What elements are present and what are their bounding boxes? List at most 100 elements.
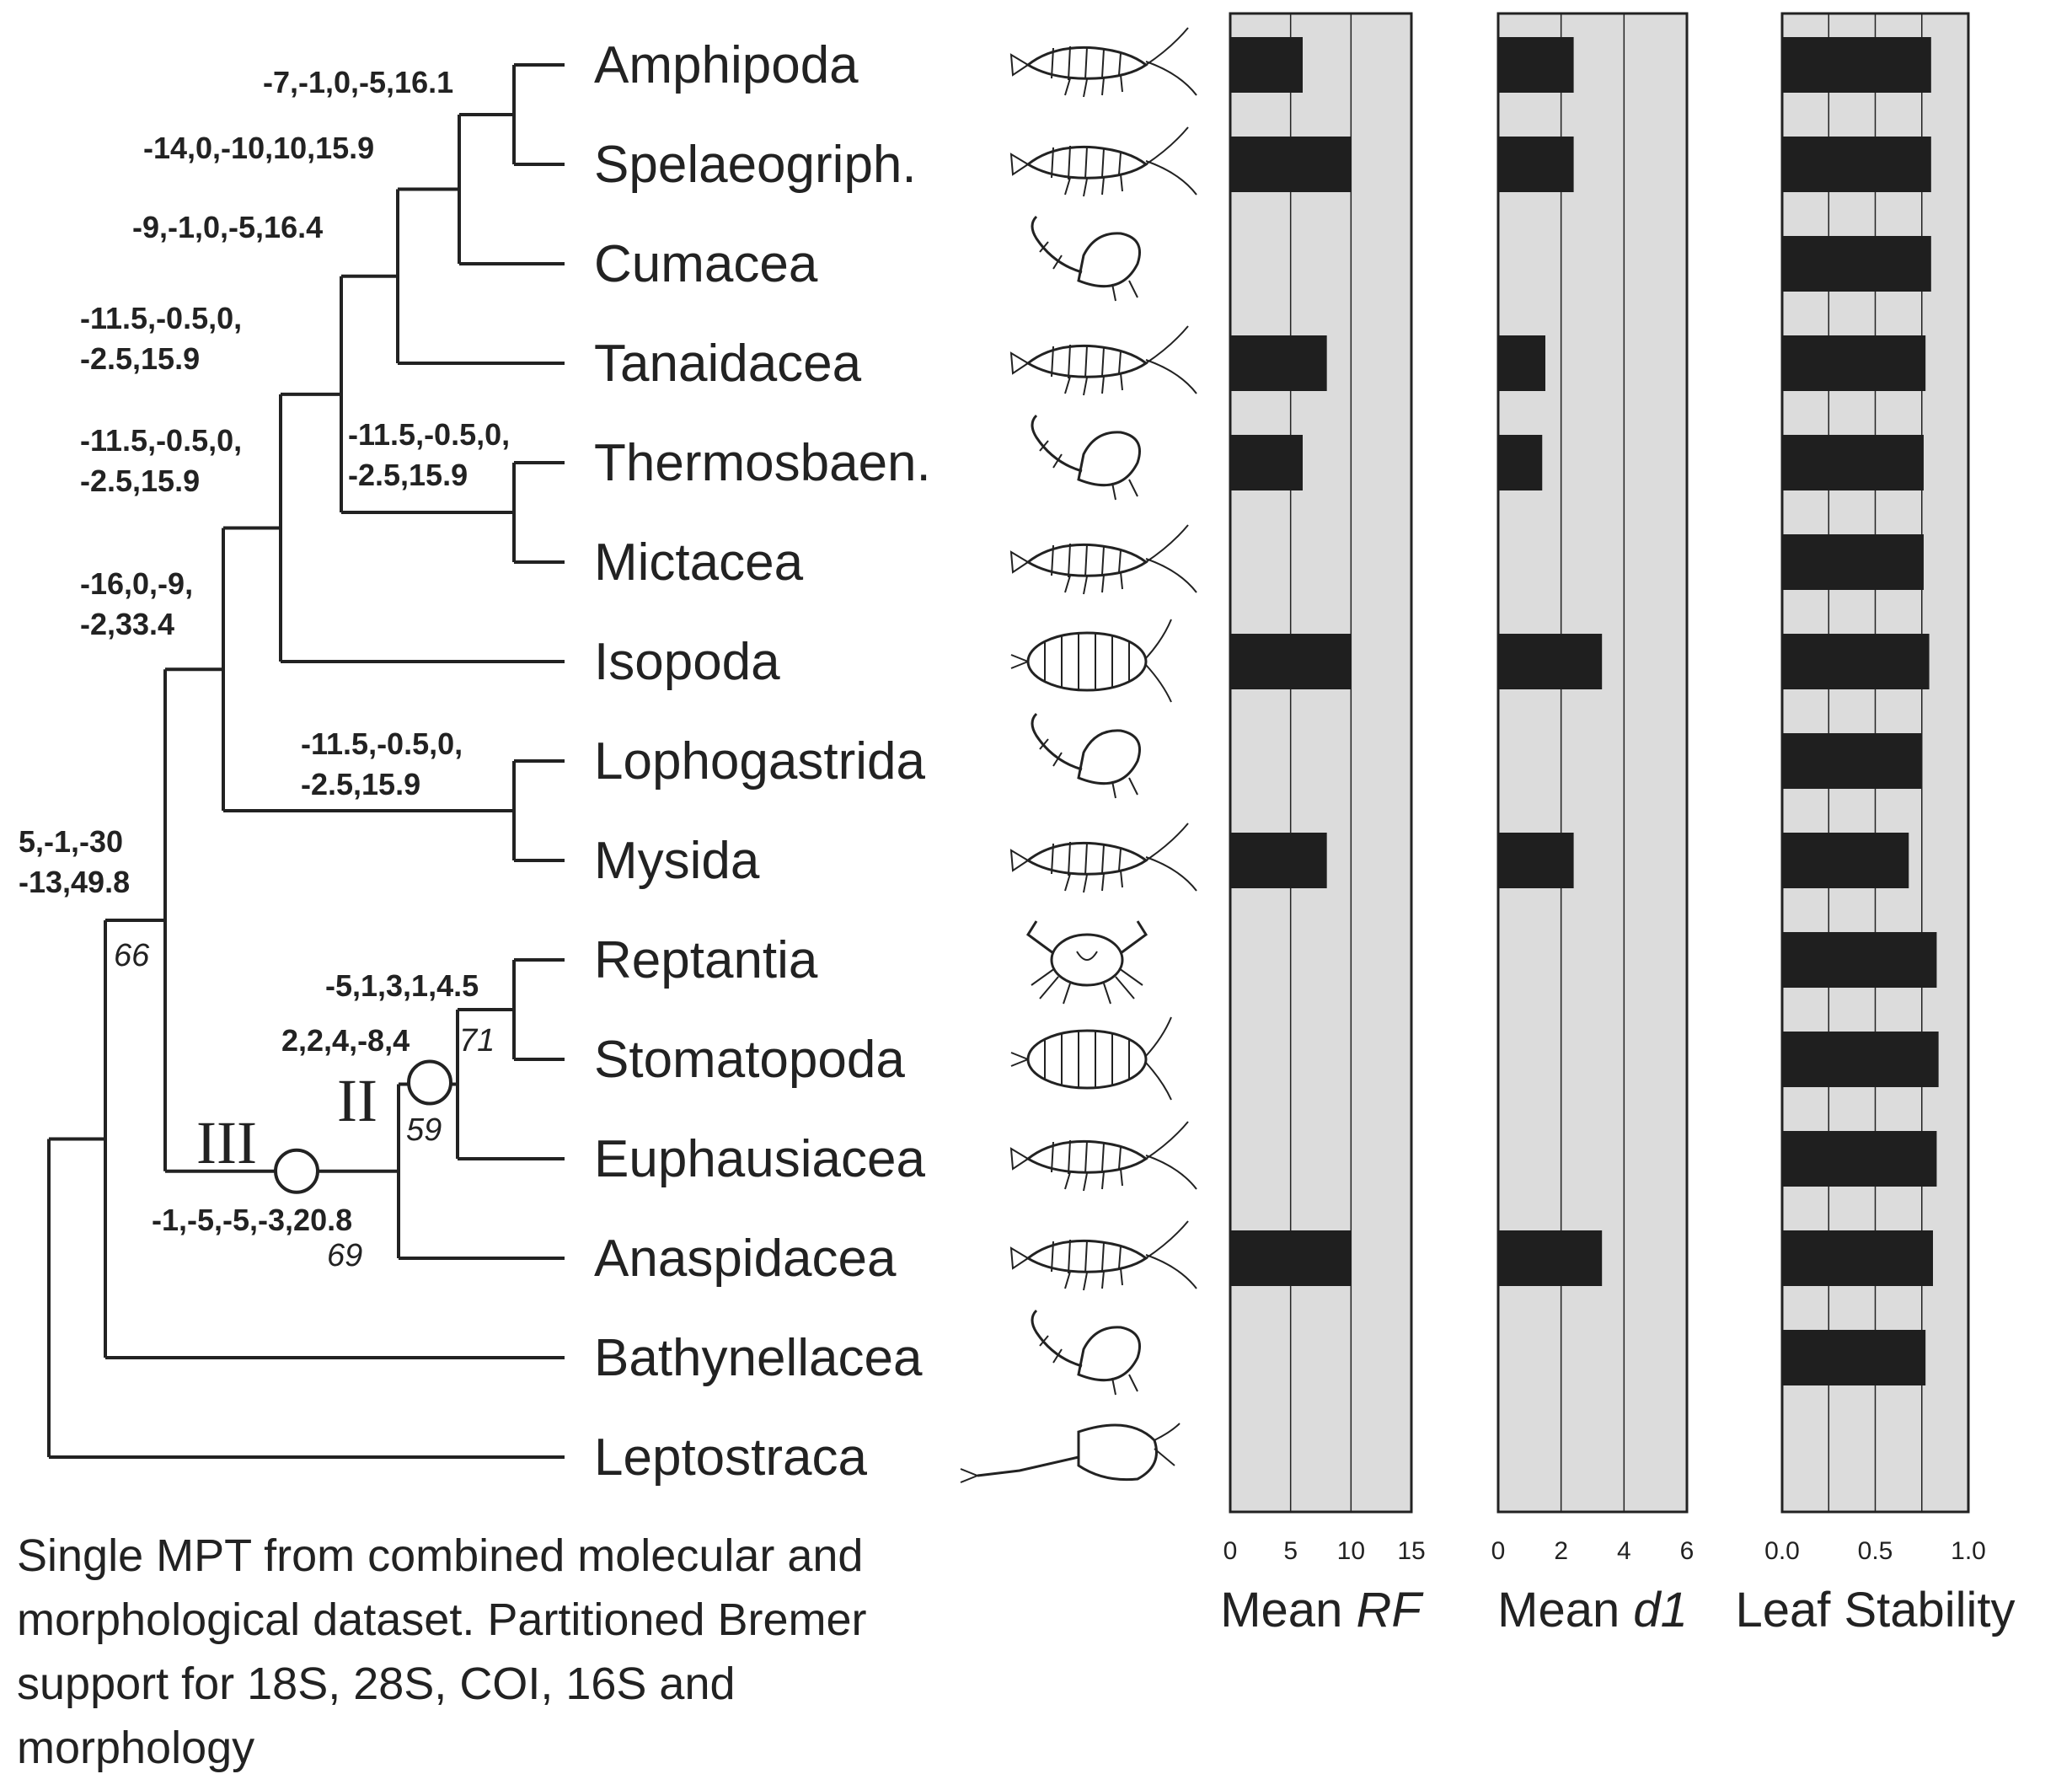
taxon-label: Stomatopoda xyxy=(594,1031,905,1089)
chart-title: Mean RF xyxy=(1220,1583,1424,1637)
amphipod-illustration-icon xyxy=(1009,26,1198,99)
krill-illustration-icon xyxy=(1009,1120,1198,1192)
taxon-label: Tanaidacea xyxy=(594,335,862,393)
bremer-label-rept_stom: -5,1,3,1,4.5 xyxy=(325,968,479,1003)
bremer-label-peracarida_l2: -2,33.4 xyxy=(80,607,174,641)
thermosbaenacean-illustration-icon xyxy=(1031,414,1141,501)
clade-III-node-marker xyxy=(274,1148,319,1194)
bar-Thermosbaen. xyxy=(1230,435,1303,490)
bar-Spelaeogriph. xyxy=(1230,137,1352,192)
bar-Anaspidacea xyxy=(1498,1230,1603,1286)
x-tick-label: 1.0 xyxy=(1951,1537,1986,1565)
bar-Stomatopoda xyxy=(1782,1032,1939,1087)
x-tick-label: 15 xyxy=(1397,1537,1425,1565)
chart-plot-area xyxy=(1229,12,1413,1514)
clade-II-node-marker xyxy=(407,1059,452,1106)
taxon-label: Reptantia xyxy=(594,931,818,989)
bar-Thermosbaen. xyxy=(1498,435,1543,490)
bremer-label-peracarid_core_l2: -2.5,15.9 xyxy=(80,464,200,498)
bar-Bathynellacea xyxy=(1782,1330,1926,1385)
bar-Mysida xyxy=(1782,833,1909,888)
bar-Cumacea xyxy=(1782,236,1931,292)
bootstrap-label-rept_stom: 71 xyxy=(459,1023,495,1058)
caption-line-3: support for 18S, 28S, COI, 16S and xyxy=(17,1659,736,1709)
x-tick-label: 2 xyxy=(1554,1537,1568,1565)
cumacean-illustration-icon xyxy=(1031,215,1141,303)
x-tick-label: 0 xyxy=(1223,1537,1238,1565)
bar-Amphipoda xyxy=(1498,37,1574,93)
x-tick-label: 10 xyxy=(1337,1537,1365,1565)
bar-Thermosbaen. xyxy=(1782,435,1924,490)
crab-illustration-icon xyxy=(1026,919,1148,1005)
bootstrap-label-clade_III: 69 xyxy=(327,1238,362,1273)
x-tick-label: 5 xyxy=(1283,1537,1298,1565)
bremer-label-tanaid_group_l1: -11.5,-0.5,0, xyxy=(80,301,242,335)
bar-Isopoda xyxy=(1498,634,1603,689)
bar-Lophogastrida xyxy=(1782,733,1922,789)
bar-Tanaidacea xyxy=(1230,335,1327,391)
bremer-label-eumalacostraca_l2: -13,49.8 xyxy=(19,865,130,899)
bathynellacean-illustration-icon xyxy=(1031,1309,1141,1396)
bremer-support-labels: -7,-1,0,-5,16.1 -14,0,-10,10,15.9 -9,-1,0,… xyxy=(19,65,510,1237)
bar-Reptantia xyxy=(1782,932,1937,988)
leptostracan-illustration-icon xyxy=(959,1422,1181,1484)
bremer-label-cumacea_group: -9,-1,0,-5,16.4 xyxy=(132,210,323,244)
bremer-label-peracarida_l1: -16,0,-9, xyxy=(80,566,193,601)
anaspidacean-illustration-icon xyxy=(1009,1219,1198,1292)
spelaeogriphacean-illustration-icon xyxy=(1009,126,1198,198)
bremer-label-mysid_l1: -11.5,-0.5,0, xyxy=(301,726,463,761)
chart-plot-area xyxy=(1496,12,1689,1514)
x-tick-label: 0.5 xyxy=(1858,1537,1893,1565)
taxon-label: Mysida xyxy=(594,832,760,890)
chart-title: Leaf Stability xyxy=(1735,1583,2015,1637)
taxon-label: Mictacea xyxy=(594,533,804,592)
phylogenetic-tree xyxy=(47,63,565,1459)
bar-Anaspidacea xyxy=(1782,1230,1934,1286)
taxon-label: Isopoda xyxy=(594,633,780,691)
bar-Tanaidacea xyxy=(1498,335,1545,391)
x-tick-label: 4 xyxy=(1617,1537,1631,1565)
mysid-illustration-icon xyxy=(1009,822,1198,894)
isopod-illustration-icon xyxy=(1009,618,1173,704)
clade-III-label: III xyxy=(196,1109,257,1176)
taxon-label: Bathynellacea xyxy=(594,1329,923,1387)
taxon-label: Thermosbaen. xyxy=(594,434,931,492)
taxon-label: Amphipoda xyxy=(594,36,859,94)
bar-Spelaeogriph. xyxy=(1498,137,1574,192)
lophogastrid-illustration-icon xyxy=(1031,712,1141,800)
caption-line-1: Single MPT from combined molecular and xyxy=(17,1530,863,1581)
tanaid-illustration-icon xyxy=(1009,324,1198,397)
taxon-label: Euphausiacea xyxy=(594,1130,925,1188)
bar-Euphausiacea xyxy=(1782,1131,1937,1187)
bremer-label-thermo_mict_l2: -2.5,15.9 xyxy=(348,458,468,492)
taxon-label: Cumacea xyxy=(594,235,818,293)
caption-line-4: morphology xyxy=(17,1723,254,1773)
stomatopod-illustration-icon xyxy=(1009,1016,1173,1101)
bar-Mysida xyxy=(1498,833,1574,888)
bremer-label-clade_II: 2,2,4,-8,4 xyxy=(281,1023,410,1058)
chart-title: Mean d1 xyxy=(1497,1583,1688,1637)
taxon-label: Leptostraca xyxy=(594,1428,868,1487)
bremer-label-clade_III: -1,-5,-5,-3,20.8 xyxy=(152,1203,352,1237)
bar-Amphipoda xyxy=(1782,37,1931,93)
bremer-label-spel_group: -14,0,-10,10,15.9 xyxy=(143,131,374,165)
bremer-label-thermo_mict_l1: -11.5,-0.5,0, xyxy=(348,417,510,452)
bootstrap-label-eumalacostraca: 66 xyxy=(114,938,150,973)
bar-Isopoda xyxy=(1230,634,1352,689)
bremer-label-eumalacostraca_l1: 5,-1,-30 xyxy=(19,824,123,859)
taxon-illustrations xyxy=(959,26,1198,1484)
bar-Mictacea xyxy=(1782,534,1924,590)
mictacean-illustration-icon xyxy=(1009,523,1198,596)
clade-II-label: II xyxy=(337,1067,377,1134)
taxon-label: Lophogastrida xyxy=(594,732,925,790)
taxon-label: Spelaeogriph. xyxy=(594,136,917,194)
bremer-label-amph_spel: -7,-1,0,-5,16.1 xyxy=(263,65,453,99)
caption-line-2: morphological dataset. Partitioned Breme… xyxy=(17,1594,867,1645)
bar-Anaspidacea xyxy=(1230,1230,1352,1286)
